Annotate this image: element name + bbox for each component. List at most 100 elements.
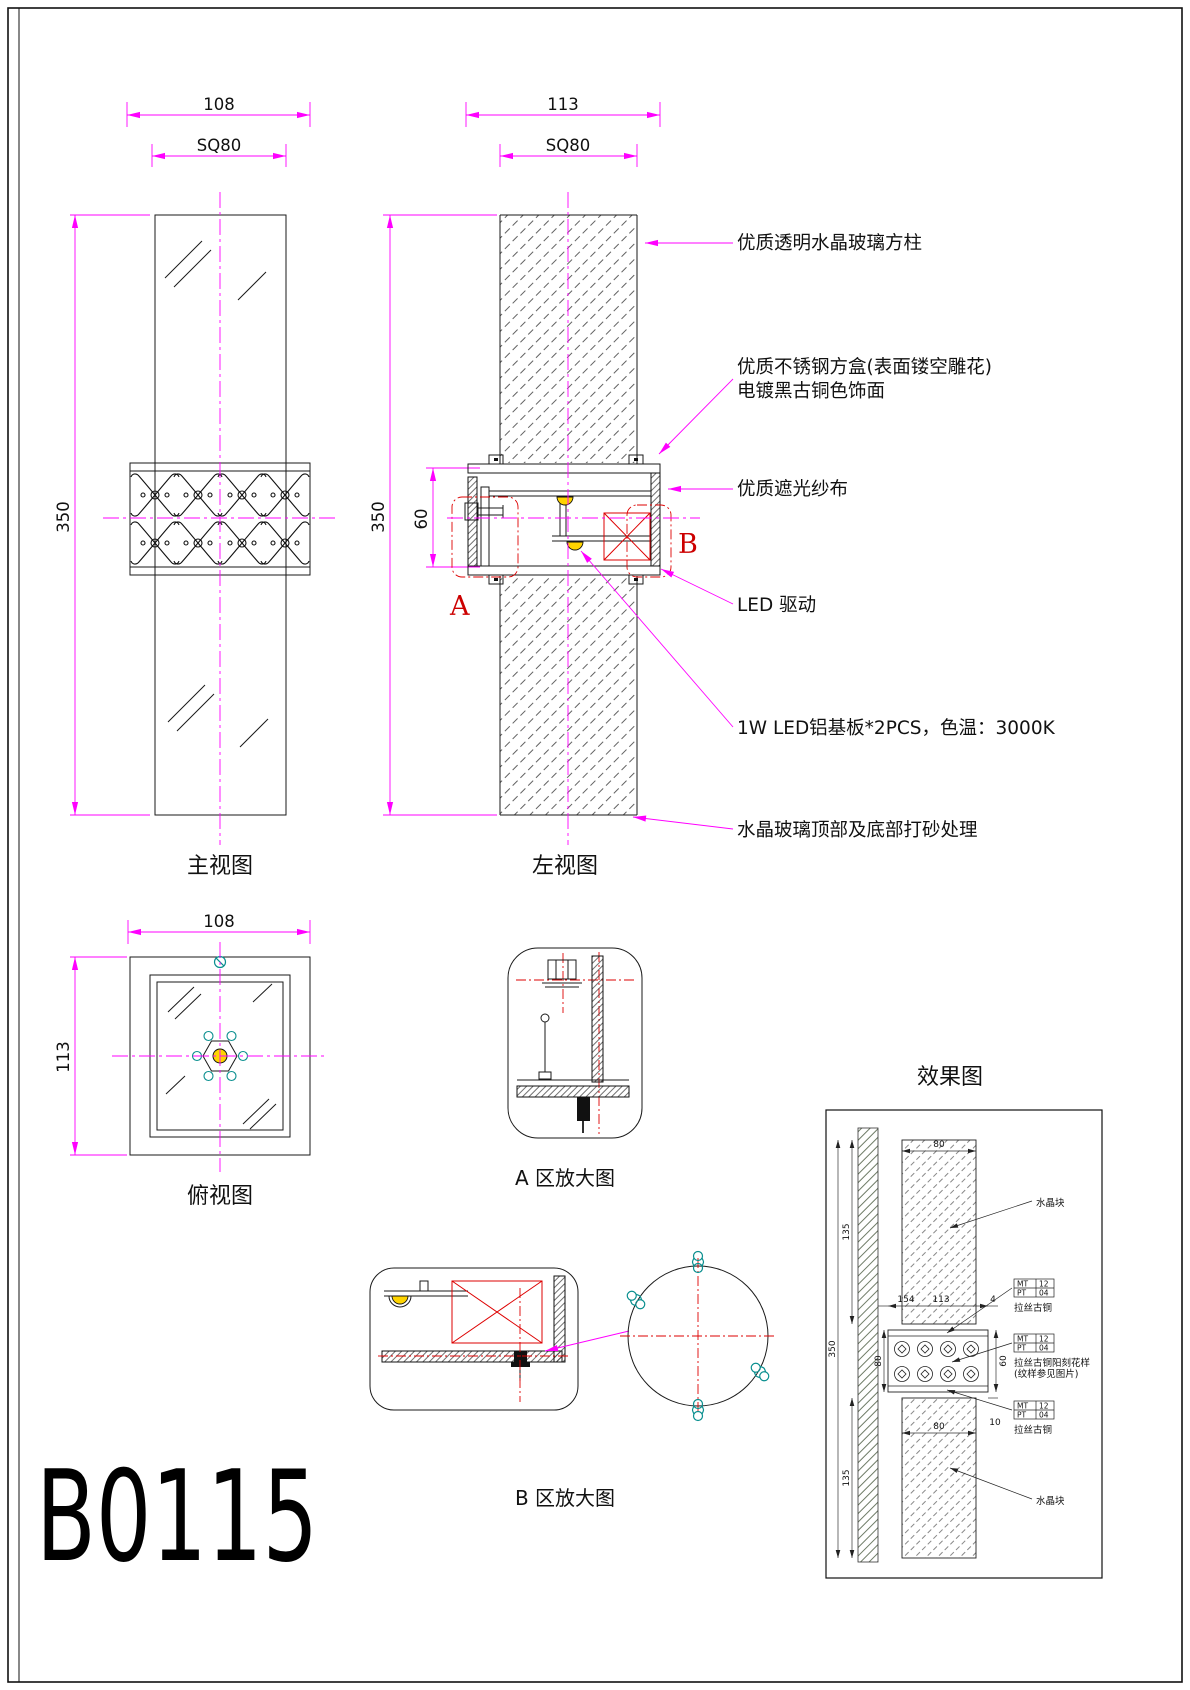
effect-dim-total-height: 350 [828, 1340, 838, 1357]
effect-dim-lower-height: 135 [842, 1469, 852, 1486]
leader-steel-box [658, 378, 734, 455]
annotation-led-driver: LED 驱动 [737, 595, 816, 616]
front-view-label: 主视图 [187, 854, 253, 879]
effect-steel-box [887, 1329, 989, 1393]
leader-sandblast [632, 815, 734, 830]
effect-label-crystal-bottom: 水晶块 [1036, 1495, 1065, 1507]
svg-text:04: 04 [1039, 1344, 1049, 1353]
top-dim-depth: 113 [54, 956, 127, 1156]
annotation-steel-box-line2: 电镀黑古铜色饰面 [737, 381, 885, 402]
effect-glass-top [901, 1139, 977, 1325]
annotation-glass-column: 优质透明水晶玻璃方柱 [737, 233, 922, 254]
left-dim-box-height-text: 60 [412, 509, 431, 530]
detail-b-label: B 区放大图 [515, 1486, 615, 1510]
effect-dim-box-width: 113 [932, 1295, 949, 1305]
leader-led-driver [660, 568, 734, 605]
effect-dim-upper-height: 135 [842, 1223, 852, 1240]
finish-table-3: MT 12 PT 04 [1013, 1400, 1055, 1420]
front-glass-column [154, 214, 287, 816]
detail-a-plate-bottom [516, 1085, 630, 1098]
svg-text:PT: PT [1017, 1289, 1027, 1298]
led-icon [556, 496, 574, 506]
left-steel-box-section [451, 454, 672, 585]
left-dim-box-height: 60 [412, 467, 480, 568]
left-view: 113 SQ80 350 60 [369, 95, 700, 879]
detail-a-marker: A [449, 591, 470, 622]
effect-dim-box-height: 60 [999, 1355, 1009, 1367]
effect-dim-side-gap: 4 [990, 1295, 996, 1305]
annotation-shade-cloth: 优质遮光纱布 [737, 479, 848, 500]
left-dim-glass-width: SQ80 [499, 136, 638, 167]
left-view-label: 左视图 [532, 854, 598, 879]
detail-b: B 区放大图 [369, 1250, 776, 1510]
svg-text:MT: MT [1017, 1280, 1028, 1289]
effect-dim-bottom-width: 80 [933, 1422, 945, 1432]
led-icon [391, 1295, 409, 1305]
page-frame [7, 7, 1183, 1683]
detail-b-wall-right [553, 1275, 566, 1363]
svg-text:MT: MT [1017, 1335, 1028, 1344]
effect-glass-bottom [901, 1397, 977, 1559]
left-dim-height: 350 [369, 214, 497, 816]
detail-b-ring [620, 1250, 776, 1422]
effect-view: 效果图 80 135 350 80 135 154 [825, 1065, 1103, 1579]
annotation-led-board: 1W LED铝基板*2PCS，色温：3000K [737, 718, 1056, 739]
detail-b-leader [544, 1330, 630, 1352]
effect-labels: 水晶块 MT 12 PT 04 拉丝古铜 MT 12 PT 04 [946, 1197, 1090, 1507]
left-dim-glass-width-text: SQ80 [546, 136, 590, 155]
detail-a-anchor [577, 1097, 590, 1133]
effect-dim-top-width: 80 [933, 1140, 945, 1150]
top-view: 108 113 俯视图 [54, 912, 328, 1209]
top-dim-depth-text: 113 [54, 1041, 73, 1073]
annotation-sandblast: 水晶玻璃顶部及底部打砂处理 [737, 820, 978, 841]
detail-a-bolt [542, 959, 582, 988]
led-ornament [191, 1030, 249, 1082]
effect-dim-bottom-gap: 10 [989, 1418, 1001, 1428]
effect-view-border [825, 1109, 1103, 1579]
top-view-label: 俯视图 [187, 1184, 253, 1209]
effect-dim-mid-height: 80 [874, 1355, 884, 1367]
detail-b-plate-bottom [381, 1350, 563, 1363]
leader-led-board [580, 550, 734, 728]
left-glass-column [499, 214, 638, 816]
left-dim-outer-width: 113 [465, 95, 661, 127]
front-dim-glass-width-text: SQ80 [197, 136, 241, 155]
effect-label-crystal-top: 水晶块 [1036, 1197, 1065, 1209]
top-dim-width: 108 [127, 912, 311, 944]
finish-table-1: MT 12 PT 04 [1013, 1278, 1055, 1298]
mount-bolt [464, 502, 504, 521]
led-icon [566, 541, 584, 551]
front-dim-outer-width-text: 108 [203, 95, 235, 114]
front-dim-outer-width: 108 [126, 95, 311, 127]
annotation-steel-box-line1: 优质不锈钢方盒(表面镂空雕花) [737, 357, 992, 378]
led-boards [489, 490, 651, 551]
detail-b-marker: B [678, 529, 698, 560]
effect-wall [857, 1127, 879, 1563]
left-dim-outer-width-text: 113 [547, 95, 579, 114]
drawing-number: B0115 [36, 1443, 318, 1590]
front-dim-height-text: 350 [54, 501, 73, 533]
detail-a-label: A 区放大图 [515, 1166, 615, 1190]
detail-b-driver-box [451, 1280, 543, 1344]
detail-a-zone [451, 496, 519, 578]
svg-text:12: 12 [1039, 1402, 1049, 1411]
svg-text:04: 04 [1039, 1411, 1049, 1420]
detail-a-plate-vertical [591, 955, 604, 1083]
front-dim-glass-width: SQ80 [151, 136, 287, 167]
effect-label-pattern-line2: (纹样参见图片) [1014, 1368, 1078, 1380]
detail-a-pin [538, 1013, 552, 1080]
effect-dims: 80 135 350 80 135 154 113 4 60 10 80 [828, 1140, 1009, 1558]
top-dim-width-text: 108 [203, 912, 235, 931]
front-view: 108 SQ80 350 [54, 95, 338, 879]
effect-dim-offset: 154 [897, 1295, 914, 1305]
svg-text:12: 12 [1039, 1335, 1049, 1344]
finish-table-2: MT 12 PT 04 [1013, 1333, 1055, 1353]
left-dim-height-text: 350 [369, 501, 388, 533]
effect-label-brushed-2: 拉丝古铜 [1014, 1424, 1052, 1436]
front-dim-height: 350 [54, 214, 150, 816]
svg-text:MT: MT [1017, 1402, 1028, 1411]
mount-tabs [488, 454, 644, 585]
svg-text:PT: PT [1017, 1344, 1027, 1353]
svg-text:PT: PT [1017, 1411, 1027, 1420]
